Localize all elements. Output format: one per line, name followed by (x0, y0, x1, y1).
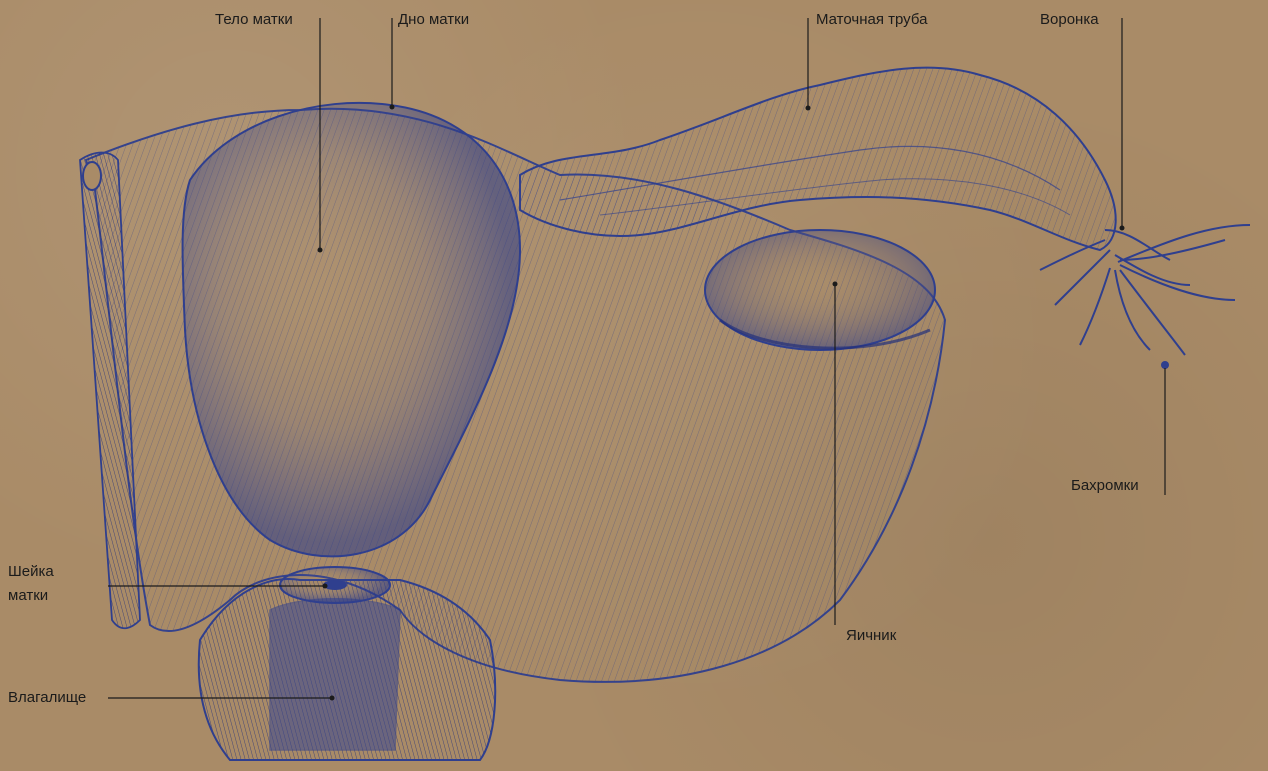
label-fimbriae: Бахромки (1071, 476, 1139, 495)
label-fallopian-tube: Маточная труба (816, 10, 927, 29)
label-vagina: Влагалище (8, 688, 86, 707)
fallopian-tube-shape (520, 68, 1116, 250)
fimbriae-shape (1040, 225, 1250, 355)
label-cervix-line2: матки (8, 586, 48, 605)
label-ovary: Яичник (846, 626, 896, 645)
label-uterus-fundus: Дно матки (398, 10, 469, 29)
label-cervix-line1: Шейка (8, 562, 54, 581)
label-uterus-body: Тело матки (215, 10, 293, 29)
label-infundibulum: Воронка (1040, 10, 1099, 29)
